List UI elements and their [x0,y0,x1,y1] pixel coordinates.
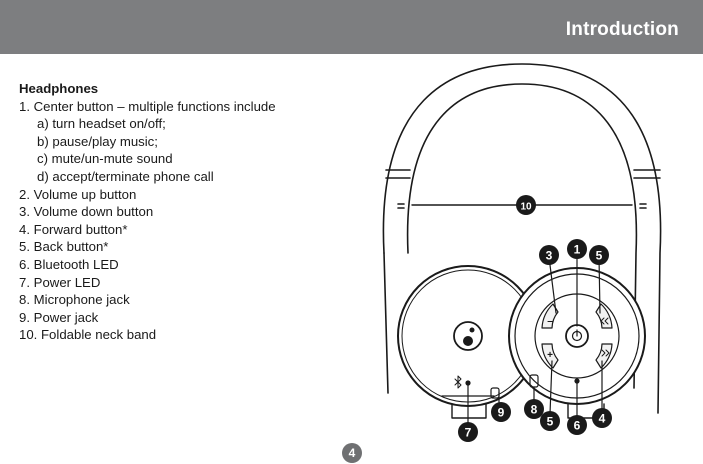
list-item: 3. Volume down button [19,204,154,220]
forward-icon [601,349,610,357]
callout-8-label: 8 [531,403,538,417]
callout-8 [524,399,544,419]
volume-down-button [541,303,559,329]
list-subitem: a) turn headset on/off; [37,116,166,132]
callout-9 [491,402,511,422]
callout-9-label: 9 [498,406,505,420]
callout-7-label: 7 [465,426,472,440]
callout-4 [592,408,612,428]
list-subitem: d) accept/terminate phone call [37,168,214,184]
section-heading: Headphones [19,81,99,96]
list-subitem: c) mute/un-mute sound [37,151,173,167]
list-item: 2. Volume up button [19,186,137,202]
feature-list: Headphones 1. Center button – multiple f… [19,80,359,344]
callout-6-label: 6 [574,419,581,433]
headphones-diagram: 10 3 1 5 9 8 5 6 4 7 – + [382,63,662,442]
callout-5b-label: 5 [547,415,554,429]
callout-badges [458,195,612,442]
header-bar: Introduction [0,0,703,54]
callout-10 [516,195,536,215]
callout-5b [540,411,560,431]
page-title: Introduction [565,19,679,40]
back-icon [600,317,609,325]
list-item: 1. Center button – multiple functions in… [19,98,276,114]
bluetooth-icon [454,375,462,389]
list-item: 7. Power LED [19,274,101,290]
list-item: 8. Microphone jack [19,292,130,308]
list-subitem: b) pause/play music; [37,133,158,149]
callout-3 [539,245,559,265]
callout-7 [458,422,478,442]
callout-1 [567,239,587,259]
minus-symbol: – [547,316,553,327]
callout-1-label: 1 [574,243,581,257]
list-item: 6. Bluetooth LED [19,256,119,272]
list-item: 9. Power jack [19,309,99,325]
callout-6 [567,415,587,435]
power-led [465,380,471,386]
list-item: 5. Back button* [19,239,109,255]
plus-symbol: + [547,350,553,361]
callout-3-label: 3 [546,249,553,263]
callout-5a [589,245,609,265]
callout-4-label: 4 [599,412,606,426]
page-number-badge: 4 [342,443,362,463]
list-item: 4. Forward button* [19,221,128,237]
callout-10-label: 10 [520,202,532,213]
headband-outer [382,63,662,414]
list-item: 10. Foldable neck band [19,327,157,343]
volume-up-button [541,343,559,369]
callout-5a-label: 5 [596,249,603,263]
bluetooth-led [574,378,580,384]
headband-inner [406,83,638,389]
headband-left-side [383,252,389,394]
forward-button [595,343,613,369]
